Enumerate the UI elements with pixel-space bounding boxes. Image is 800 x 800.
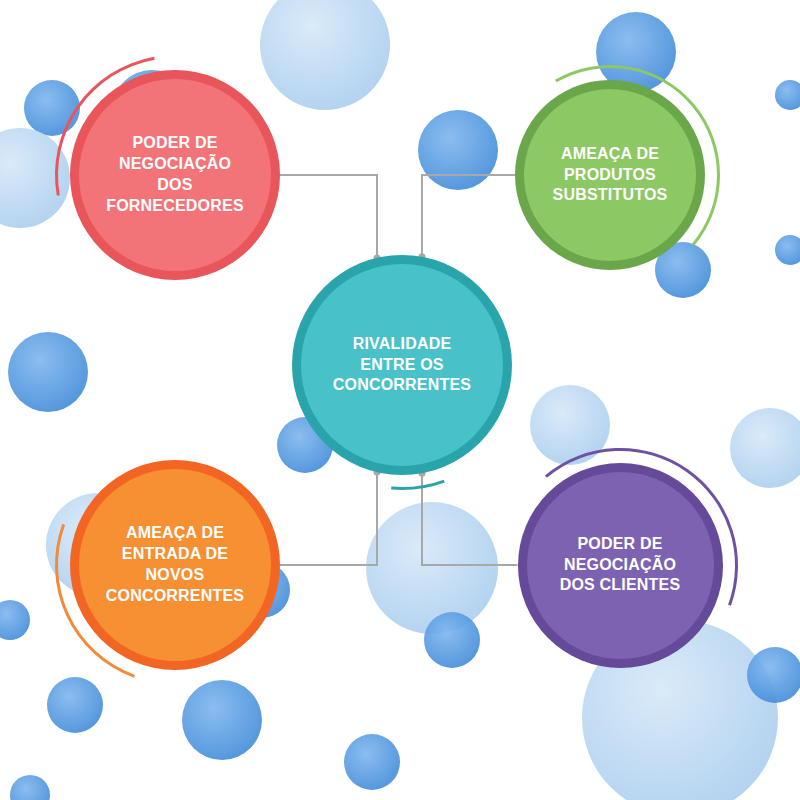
connector-line [280,472,377,565]
force-label: RIVALIDADE ENTRE OS CONCORRENTES [327,334,477,396]
bubble [530,385,610,465]
circle-rim [70,460,280,670]
circle-fill [79,469,271,661]
force-label: PODER DE NEGOCIAÇÃO DOS CLIENTES [548,534,693,596]
connector-line [280,175,377,258]
bubble [747,647,800,703]
circle-outline [70,460,280,670]
circle-fill [527,472,714,659]
bubble [366,502,498,634]
connector-line [422,175,515,257]
force-circle: RIVALIDADE ENTRE OS CONCORRENTES [292,255,512,475]
ring-arc [55,57,155,196]
bubble [344,734,400,790]
circle-rim [292,255,512,475]
circle-fill [301,264,503,466]
bubble [775,235,800,265]
circle-rim [518,463,723,668]
bubble [418,110,498,190]
bubble [47,677,103,733]
bubble [10,775,50,800]
bubble [182,680,262,760]
circle-rim [515,80,705,270]
force-circle: PODER DE NEGOCIAÇÃO DOS CLIENTES [518,463,723,668]
ring-arc [544,447,737,605]
circle-label-box: AMEAÇA DE ENTRADA DE NOVOS CONCORRENTES [100,523,250,606]
circle-label-box: AMEAÇA DE PRODUTOS SUBSTITUTOS [540,144,680,206]
force-circle: AMEAÇA DE PRODUTOS SUBSTITUTOS [515,80,705,270]
connector-line [422,473,518,565]
force-label: AMEAÇA DE ENTRADA DE NOVOS CONCORRENTES [100,523,250,606]
force-label: AMEAÇA DE PRODUTOS SUBSTITUTOS [540,144,680,206]
bubble [24,80,80,136]
circle-label-box: RIVALIDADE ENTRE OS CONCORRENTES [327,334,477,396]
force-label: PODER DE NEGOCIAÇÃO DOS FORNECEDORES [100,133,250,216]
bubble [260,0,390,110]
circle-rim [70,70,280,280]
circle-fill [524,89,696,261]
bubble [775,80,800,110]
circle-outline [70,70,280,280]
ring-arc [391,480,445,490]
force-circle: AMEAÇA DE ENTRADA DE NOVOS CONCORRENTES [70,460,280,670]
bubble [424,612,480,668]
circle-label-box: PODER DE NEGOCIAÇÃO DOS FORNECEDORES [100,133,250,216]
force-circle: PODER DE NEGOCIAÇÃO DOS FORNECEDORES [70,70,280,280]
circle-fill [79,79,271,271]
bubble [0,600,30,640]
bubble [730,408,800,488]
circle-label-box: PODER DE NEGOCIAÇÃO DOS CLIENTES [548,534,693,596]
bubble [8,332,88,412]
